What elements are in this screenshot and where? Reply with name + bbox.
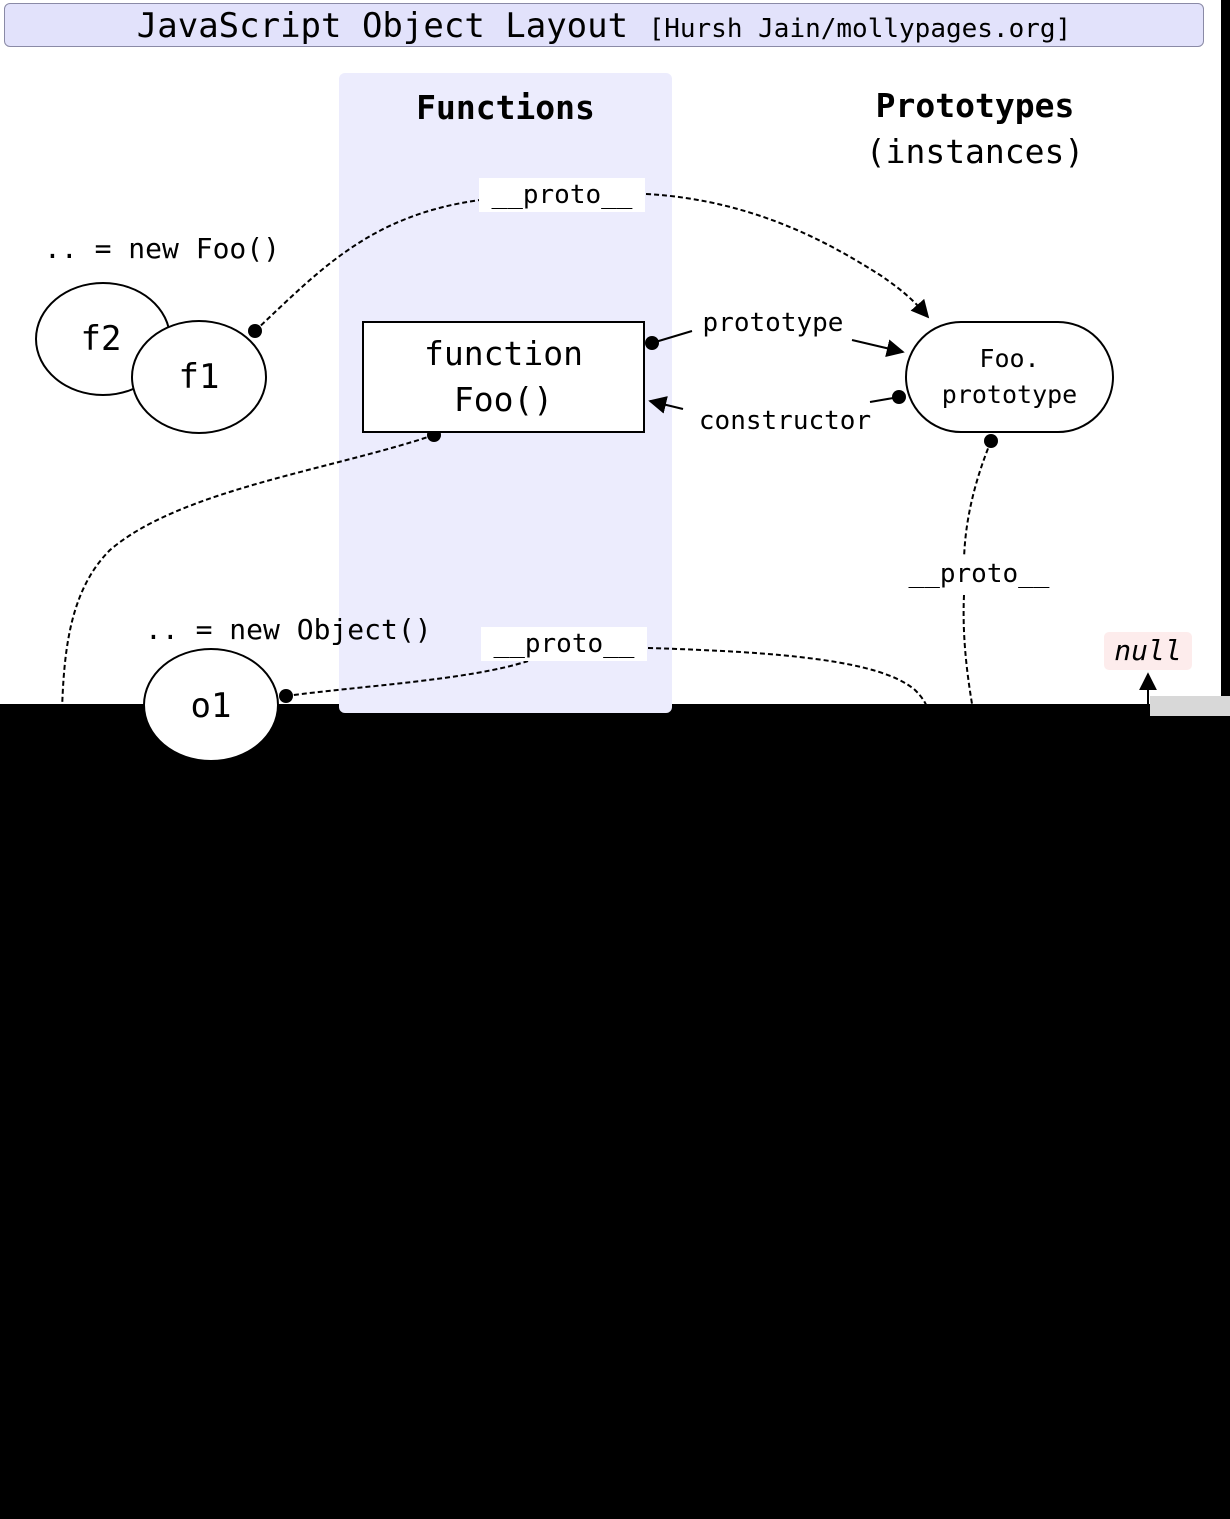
foo-prototype-line2: prototype — [941, 380, 1078, 409]
edge-label-constructor: constructor — [690, 404, 880, 438]
edge-fooproto-proto — [962, 440, 992, 711]
gray-tab — [1150, 696, 1230, 716]
null-badge: null — [1104, 632, 1192, 670]
instance-f2-label: f2 — [80, 319, 122, 359]
edge-foo-proto — [61, 434, 435, 711]
diagram-canvas: JavaScript Object Layout [Hursh Jain/mol… — [0, 0, 1230, 762]
instance-f1: f1 — [131, 320, 267, 434]
edge-f1-proto — [254, 199, 481, 332]
edge-label-proto-right: __proto__ — [902, 557, 1056, 591]
edge-f1-proto-dot — [248, 324, 262, 338]
prototypes-heading: Prototypes — [875, 86, 1075, 125]
instance-o1: o1 — [143, 648, 279, 762]
new-object-label: .. = new Object() — [145, 613, 432, 646]
instance-o1-label: o1 — [190, 686, 232, 726]
foo-prototype-line1: Foo. — [979, 344, 1040, 373]
prototypes-subheading: (instances) — [865, 132, 1085, 171]
functions-heading: Functions — [416, 88, 595, 127]
edge-label-proto-top: __proto__ — [479, 178, 645, 212]
edge-f1-proto-arrow — [645, 193, 930, 319]
edge-constructor-left — [648, 396, 684, 414]
title-bar: JavaScript Object Layout [Hursh Jain/mol… — [4, 3, 1204, 47]
function-foo-box: function Foo() — [362, 321, 645, 433]
edge-label-prototype: prototype — [694, 306, 852, 340]
function-foo-line2: Foo() — [453, 380, 554, 419]
foo-prototype-box: Foo. prototype — [905, 321, 1114, 433]
title-main: JavaScript Object Layout — [136, 6, 629, 46]
new-foo-label: .. = new Foo() — [44, 232, 281, 265]
edge-label-proto-middle: __proto__ — [481, 627, 647, 661]
instance-f1-label: f1 — [178, 357, 220, 397]
edge-o1-proto — [285, 660, 529, 697]
title-credit: [Hursh Jain/mollypages.org] — [648, 14, 1072, 44]
edge-constructor-dot — [892, 390, 906, 404]
connector-lines — [61, 193, 1157, 711]
edge-o1-proto-right — [647, 647, 929, 711]
function-foo-line1: function — [424, 334, 583, 373]
edge-prototype-dot — [645, 336, 659, 350]
edge-prototype-right — [851, 339, 905, 358]
